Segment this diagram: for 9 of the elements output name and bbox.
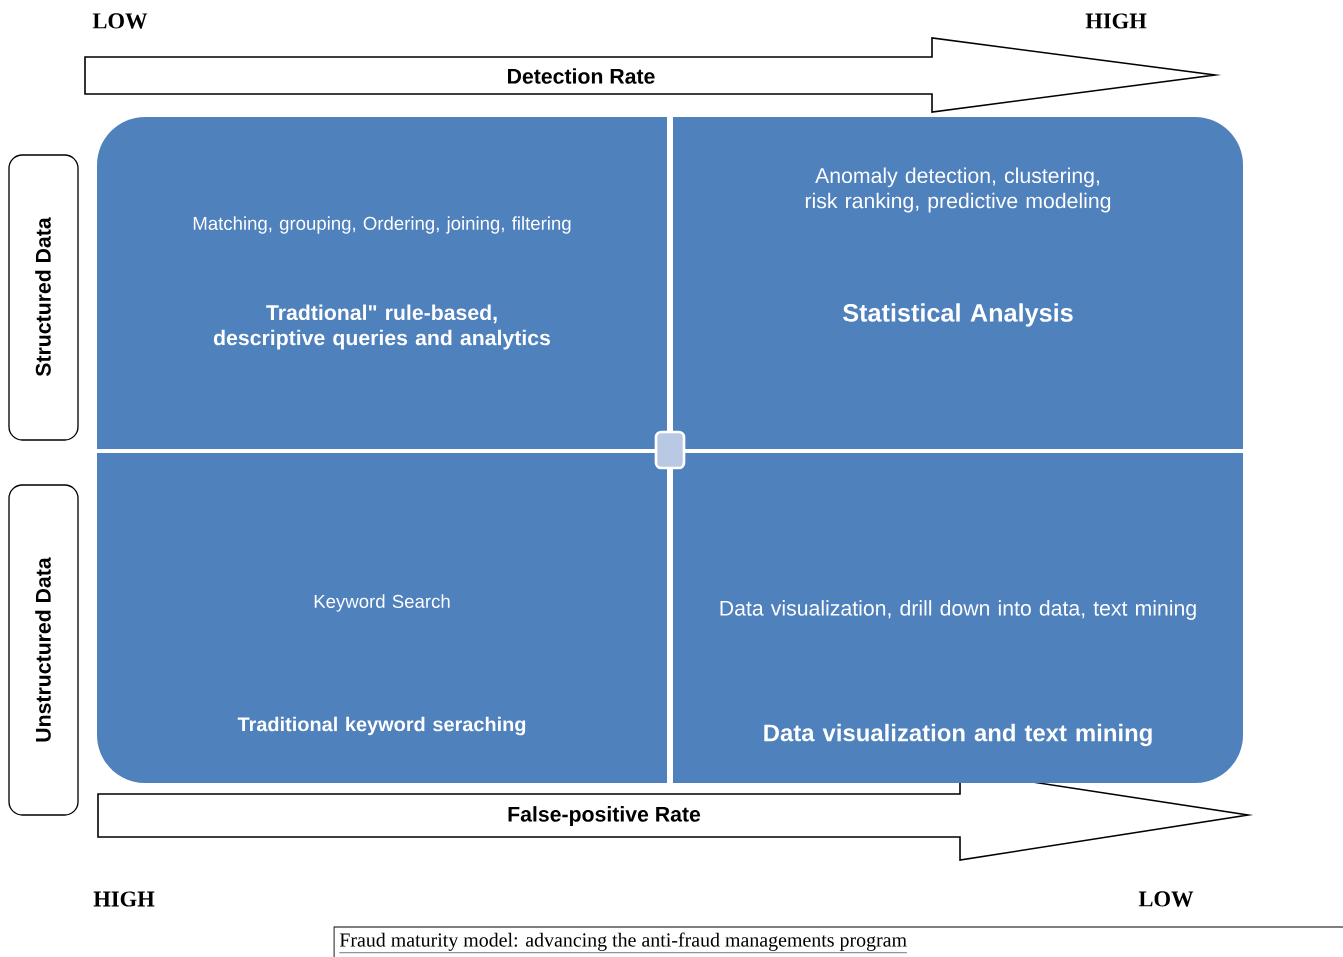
caption: Fraud maturity model: advancing the anti-fraud managements program <box>333 926 1343 957</box>
quadrant-panel: Keyword Search Traditional keyword seraching <box>97 453 667 783</box>
axis-end-label: HIGH <box>93 891 155 907</box>
quadrant-panel: Data visualization, drill down into data, text mining Data visualization and text mining <box>673 453 1243 783</box>
quadrant-panel: Matching, grouping, Ordering, joining, filtering Tradtional" rule-based, descriptive queries and analytics <box>97 117 667 449</box>
axis-end-label: LOW <box>1138 891 1194 907</box>
side-label-box: Structured Data <box>8 154 79 441</box>
side-label-box: Unstructured Data <box>8 484 79 816</box>
quadrant-panel: Anomaly detection, clustering, risk ranking, predictive modeling Statistical Analysis <box>673 117 1243 449</box>
